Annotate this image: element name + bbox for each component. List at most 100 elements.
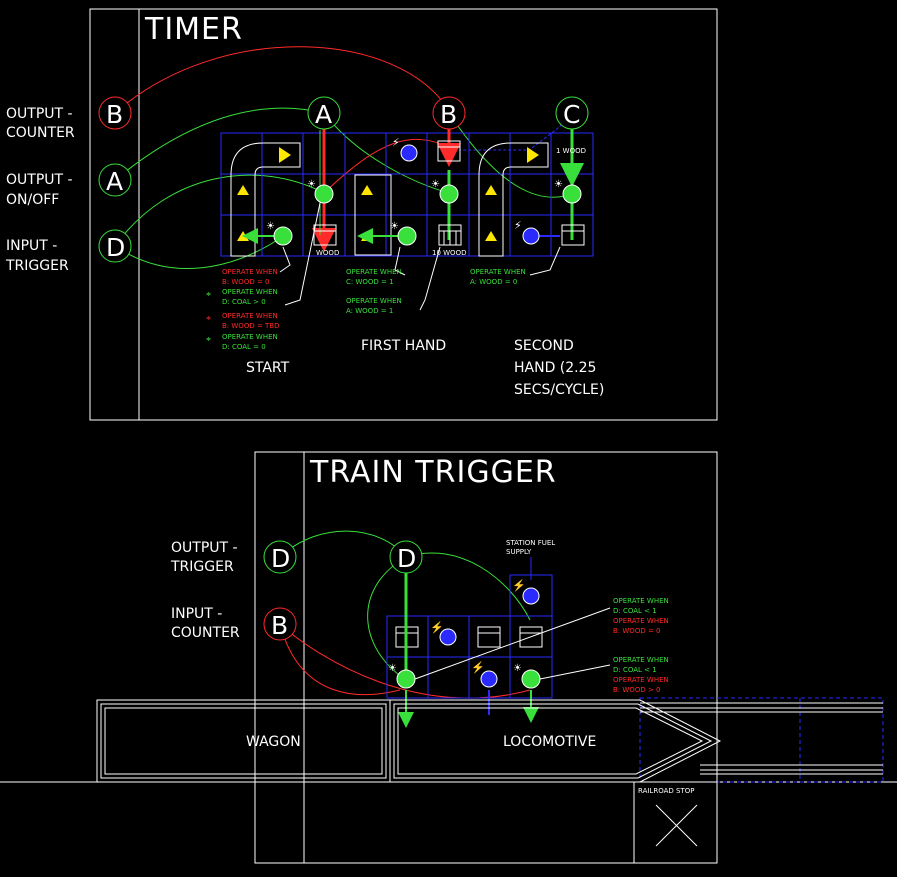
svg-text:B: B xyxy=(106,100,123,129)
timer-output-onoff-label-2: ON/OFF xyxy=(6,192,59,208)
svg-text:A: A xyxy=(315,100,332,129)
train-title: TRAIN TRIGGER xyxy=(309,455,557,490)
svg-text:☀: ☀ xyxy=(431,179,440,190)
lightning-icon: ⚡ ⚡ xyxy=(392,136,522,232)
train-input-counter-label-1: INPUT - xyxy=(171,606,222,622)
cond-first-2: OPERATE WHEN xyxy=(346,297,402,305)
conveyor-first xyxy=(354,174,392,256)
svg-text:☀: ☀ xyxy=(307,179,316,190)
node-b-counter: B xyxy=(98,96,132,130)
cond-start-3: OPERATE WHEN xyxy=(222,312,278,320)
section-start: START xyxy=(246,360,290,376)
node-d-trigger-train: D xyxy=(263,540,297,574)
cond-first-2-value: A: WOOD = 1 xyxy=(346,307,393,315)
station-label-1: STATION FUEL xyxy=(506,539,555,547)
rail-blueprint xyxy=(639,697,884,783)
cond-train-2b-value: B: WOOD > 0 xyxy=(613,686,661,694)
svg-text:☀: ☀ xyxy=(554,179,563,190)
node-d-top-train: D xyxy=(389,540,423,574)
cond-start-4-value: D: COAL = 0 xyxy=(222,343,266,351)
railroad-stop: RAILROAD STOP xyxy=(633,781,718,864)
node-c-top: C xyxy=(555,96,589,130)
svg-text:⚡: ⚡ xyxy=(430,621,444,634)
svg-text:B: B xyxy=(440,100,457,129)
timer-input-trigger-label-1: INPUT - xyxy=(6,238,57,254)
timer-output-counter-label-2: COUNTER xyxy=(6,125,75,141)
node-a-onoff: A xyxy=(98,163,132,197)
cond-train-1b: OPERATE WHEN xyxy=(613,617,669,625)
cond-first-1: OPERATE WHEN xyxy=(346,268,402,276)
lamp-icon: ☀ ☀ xyxy=(388,663,522,674)
conveyor-start xyxy=(230,142,301,257)
cond-start-1-value: B: WOOD = 0 xyxy=(222,278,270,286)
cond-start-1: OPERATE WHEN xyxy=(222,268,278,276)
cond-start-4: OPERATE WHEN xyxy=(222,333,278,341)
section-first-hand: FIRST HAND xyxy=(361,338,446,354)
one-wood-tag: 1 WOOD xyxy=(556,147,586,155)
train-panel: TRAIN TRIGGER OUTPUT - TRIGGER INPUT - C… xyxy=(0,451,897,864)
wood-tag: 10 WOOD xyxy=(432,249,466,257)
wire-a-onoff xyxy=(114,107,325,181)
wagon xyxy=(96,699,391,783)
conveyor-second xyxy=(478,142,549,257)
inserters-timer xyxy=(273,144,582,246)
station-label-2: SUPPLY xyxy=(506,548,532,556)
wood-tag: WOOD xyxy=(316,249,339,257)
svg-text:⚡: ⚡ xyxy=(471,661,485,674)
svg-text:☀: ☀ xyxy=(388,663,397,674)
timer-title: TIMER xyxy=(144,12,243,47)
svg-text:D: D xyxy=(271,544,290,573)
wagon-label: WAGON xyxy=(246,734,301,750)
node-b-top: B xyxy=(432,96,466,130)
svg-text:A: A xyxy=(106,167,123,196)
inserter-arm-start xyxy=(312,113,336,252)
star-marker: * xyxy=(206,336,211,347)
cond-second-1-value: A: WOOD = 0 xyxy=(470,278,517,286)
cond-train-2b: OPERATE WHEN xyxy=(613,676,669,684)
section-second-hand-3: SECS/CYCLE) xyxy=(514,382,604,398)
svg-text:☀: ☀ xyxy=(390,221,399,232)
svg-text:B: B xyxy=(271,611,288,640)
cond-first-1-value: C: WOOD = 1 xyxy=(346,278,394,286)
node-d-trigger: D xyxy=(98,229,132,263)
star-marker: * xyxy=(206,291,211,302)
timer-output-counter-label-1: OUTPUT - xyxy=(6,106,73,122)
section-second-hand-2: HAND (2.25 xyxy=(514,360,596,376)
wire-b-counter xyxy=(114,46,450,114)
svg-text:☀: ☀ xyxy=(513,663,522,674)
svg-text:D: D xyxy=(397,544,416,573)
star-marker: * xyxy=(206,315,211,326)
timer-input-trigger-label-2: TRIGGER xyxy=(5,258,69,274)
timer-panel: TIMER OUTPUT - COUNTER OUTPUT - ON/OFF I… xyxy=(5,8,718,421)
train-input-counter-label-2: COUNTER xyxy=(171,625,240,641)
svg-text:C: C xyxy=(563,100,580,129)
svg-text:⚡: ⚡ xyxy=(512,579,526,592)
svg-text:⚡: ⚡ xyxy=(392,136,400,149)
node-b-counter-train: B xyxy=(263,607,297,641)
wire-d-trigger xyxy=(114,174,325,247)
train-output-trigger-label-2: TRIGGER xyxy=(170,559,234,575)
svg-text:☀: ☀ xyxy=(266,221,275,232)
railroad-stop-label: RAILROAD STOP xyxy=(638,787,694,795)
cond-train-1b-value: B: WOOD = 0 xyxy=(613,627,661,635)
cond-start-2-value: D: COAL > 0 xyxy=(222,298,266,306)
timer-output-onoff-label-1: OUTPUT - xyxy=(6,172,73,188)
lightning-icon: ⚡ ⚡ ⚡ xyxy=(430,579,526,674)
cond-start-2: OPERATE WHEN xyxy=(222,288,278,296)
lamp-icon: ☀ ☀ ☀ ☀ ☀ xyxy=(266,179,563,232)
chest-icon xyxy=(313,140,585,246)
section-second-hand-1: SECOND xyxy=(514,338,574,354)
svg-text:⚡: ⚡ xyxy=(514,219,522,232)
grid-station xyxy=(386,574,553,699)
train-output-trigger-label-1: OUTPUT - xyxy=(171,540,238,556)
locomotive xyxy=(389,699,722,783)
cond-train-1: OPERATE WHEN xyxy=(613,597,669,605)
cond-second-1: OPERATE WHEN xyxy=(470,268,526,276)
svg-text:D: D xyxy=(106,233,125,262)
cond-train-1-value: D: COAL < 1 xyxy=(613,607,657,615)
node-a-top: A xyxy=(307,96,341,130)
cond-start-3-value: B: WOOD = TBD xyxy=(222,322,280,330)
cond-train-2-value: D: COAL < 1 xyxy=(613,666,657,674)
rail-lines xyxy=(640,702,883,775)
